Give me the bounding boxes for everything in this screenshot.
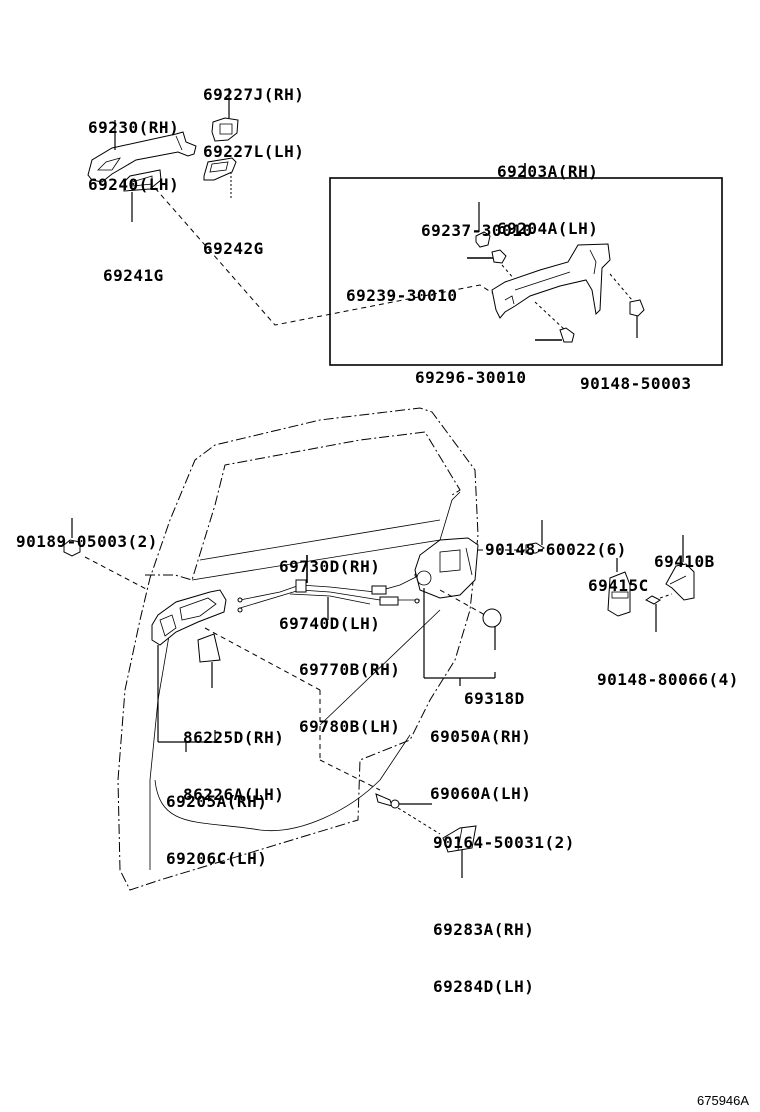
- door-lock-drawing: [319, 520, 545, 726]
- label-bezel: 86225D(RH) 86226A(LH): [183, 690, 284, 823]
- striker-drawing: [607, 535, 695, 632]
- cables-drawing: [237, 555, 421, 620]
- label-inside-handle: 69205A(RH) 69206C(LH): [166, 754, 267, 887]
- part-number: 69227J(RH): [203, 85, 305, 104]
- part-number: 69205A(RH): [166, 792, 268, 811]
- part-number: 69415C: [588, 576, 649, 595]
- part-number: 90189-05003(2): [16, 532, 158, 551]
- part-number: 69780B(LH): [299, 717, 401, 736]
- part-number: 69060A(LH): [430, 784, 532, 803]
- label-nut-clip: 90189-05003(2): [16, 494, 158, 570]
- pad-rear-drawing: [203, 157, 237, 198]
- part-number: 69227L(LH): [203, 142, 305, 161]
- part-number: 69740D(LH): [279, 614, 381, 633]
- drawing-code: 675946A: [697, 1093, 750, 1108]
- label-open-cable: 69770B(RH) 69780B(LH): [299, 622, 400, 755]
- frame-assy-box: [329, 177, 723, 366]
- part-number: 69410B: [654, 552, 715, 571]
- part-number: 90164-50031(2): [433, 833, 575, 852]
- label-lock-cap: 69318D: [464, 651, 525, 727]
- outside-handle-drawing: [87, 120, 197, 183]
- part-number: 90148-50003: [580, 374, 692, 393]
- part-number: 86226A(LH): [183, 785, 285, 804]
- label-handle-cap: 69227J(RH) 69227L(LH): [203, 47, 304, 180]
- label-frame-part-2: 69239-30010: [346, 248, 457, 324]
- part-number: 69318D: [464, 689, 525, 708]
- part-number: 69204A(LH): [497, 219, 599, 238]
- label-striker-screw: 90148-80066(4): [597, 632, 739, 708]
- cover-drawing: [375, 793, 477, 878]
- nut-clip-drawing: [63, 518, 149, 591]
- label-frame-assy: 69203A(RH) 69204A(LH): [497, 124, 598, 257]
- part-number: 69240(LH): [88, 175, 180, 194]
- label-striker-cover: 69415C: [588, 538, 649, 614]
- label-lock-screw: 90148-60022(6): [485, 502, 627, 578]
- frame-assy-drawing: [467, 202, 645, 343]
- part-number: 69206C(LH): [166, 849, 268, 868]
- part-number: 69241G: [103, 266, 164, 285]
- pad-front-drawing: [123, 169, 162, 222]
- bezel-drawing: [197, 633, 221, 688]
- label-pad-rear: 69242G: [203, 201, 264, 277]
- label-frame-screw: 90148-50003: [580, 336, 691, 412]
- part-number: 69296-30010: [415, 368, 527, 387]
- part-number: 86225D(RH): [183, 728, 285, 747]
- part-number: 90148-80066(4): [597, 670, 739, 689]
- part-number: 90148-60022(6): [485, 540, 627, 559]
- part-number: 69770B(RH): [299, 660, 401, 679]
- label-cover-screw: 90164-50031(2): [433, 795, 575, 871]
- part-number: 69730D(RH): [279, 557, 381, 576]
- inside-handle-drawing: [151, 589, 227, 752]
- label-lock-cable: 69730D(RH) 69740D(LH): [279, 519, 380, 652]
- part-number: 69284D(LH): [433, 977, 535, 996]
- handle-cap-drawing: [211, 88, 239, 142]
- part-number: 69283A(RH): [433, 920, 535, 939]
- label-outside-handle: 69230(RH) 69240(LH): [88, 80, 179, 213]
- part-number: 69050A(RH): [430, 727, 532, 746]
- part-number: 69237-30010: [421, 221, 533, 240]
- label-pad-front: 69241G: [103, 228, 164, 304]
- label-frame-part-3: 69296-30010: [415, 330, 526, 406]
- part-number: 69242G: [203, 239, 264, 258]
- part-number: 69239-30010: [346, 286, 458, 305]
- part-number: 69230(RH): [88, 118, 180, 137]
- label-striker: 69410B: [654, 514, 715, 590]
- part-number: 69203A(RH): [497, 162, 599, 181]
- label-handle-cover: 69283A(RH) 69284D(LH): [433, 882, 534, 1015]
- door-outline: [117, 407, 479, 891]
- label-door-lock: 69050A(RH) 69060A(LH): [430, 689, 531, 822]
- label-frame-part-1: 69237-30010: [421, 183, 532, 259]
